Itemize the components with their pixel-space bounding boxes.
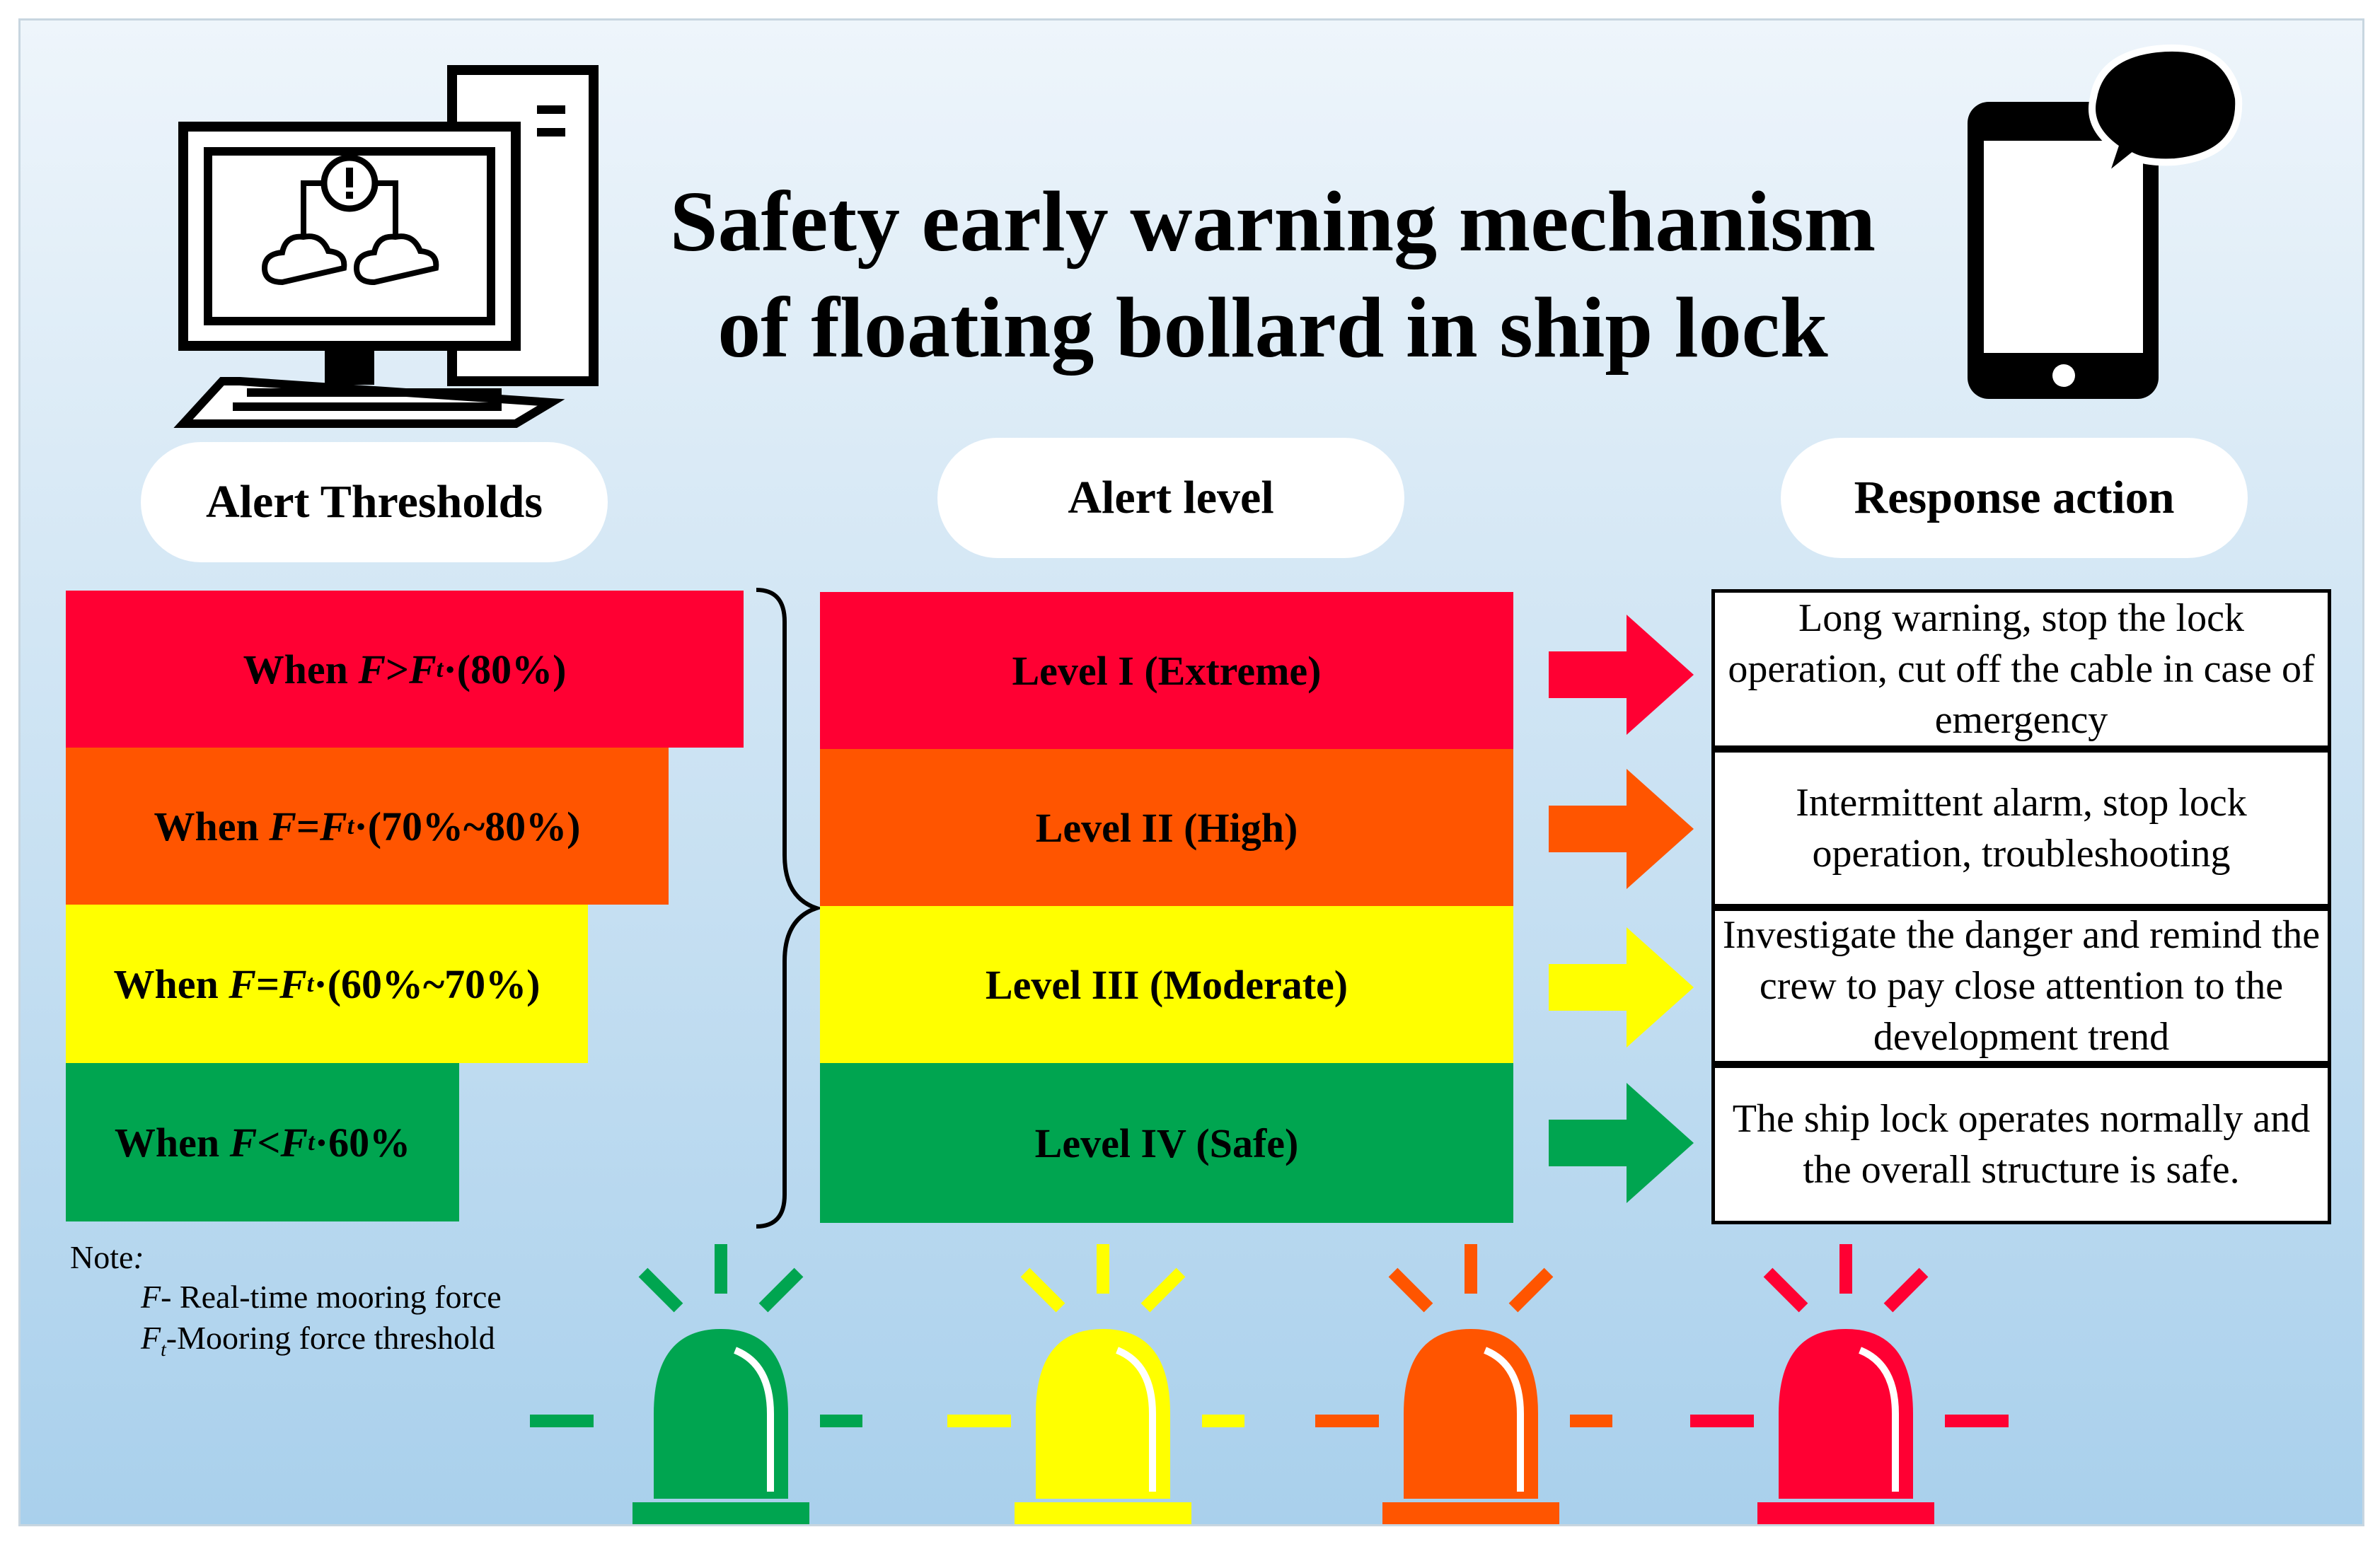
threshold-symbol: F [280, 1119, 308, 1166]
response-box-high: Intermittent alarm, stop lock operation,… [1711, 749, 2331, 907]
response-text: The ship lock operates normally and the … [1732, 1097, 2311, 1192]
response-box-safe: The ship lock operates normally and the … [1711, 1064, 2331, 1224]
infographic-canvas: Safety early warning mechanism of floati… [18, 18, 2364, 1526]
note-colon: : [133, 1239, 144, 1275]
note-threshold-desc: -Mooring force threshold [166, 1320, 495, 1356]
page-title-line1: Safety early warning mechanism [669, 174, 1876, 269]
arrow-right-icon [1549, 1083, 1694, 1203]
note-force-definition: F- Real-time mooring force [141, 1277, 502, 1318]
threshold-prefix: When [114, 1119, 220, 1166]
response-box-moderate: Investigate the danger and remind the cr… [1711, 907, 2331, 1064]
note-title-text: Note [70, 1239, 134, 1275]
smartphone-message-icon [1968, 44, 2243, 399]
force-symbol: F [229, 1119, 258, 1166]
threshold-subscript: t [306, 970, 314, 997]
threshold-range: (60%~70%) [327, 960, 541, 1007]
alert-thresholds-header: Alert Thresholds [141, 442, 608, 562]
threshold-symbol: F [320, 803, 347, 849]
note-title: Note: [70, 1237, 144, 1278]
level-bar-safe: Level IV (Safe) [820, 1063, 1513, 1223]
threshold-symbol: F [279, 960, 307, 1007]
threshold-range: (70%~80%) [367, 803, 581, 849]
multiply-dot: · [443, 646, 457, 692]
note-force-desc: - Real-time mooring force [161, 1279, 502, 1315]
alarm-beacons-row [530, 1244, 2009, 1524]
multiply-dot: · [354, 803, 368, 849]
red-beacon-icon [1690, 1244, 2009, 1524]
arrow-right-icon [1549, 615, 1694, 735]
page-title: Safety early warning mechanism of floati… [417, 169, 2129, 381]
multiply-dot: · [314, 1119, 329, 1166]
threshold-prefix: When [113, 960, 219, 1007]
threshold-operator: = [296, 803, 320, 849]
arrow-right-icon [1549, 927, 1694, 1047]
page-title-line2: of floating bollard in ship lock [717, 280, 1828, 376]
force-symbol: F [269, 803, 296, 849]
note-threshold-symbol: F [141, 1320, 161, 1356]
threshold-range: 60% [328, 1119, 411, 1166]
threshold-operator: < [257, 1119, 281, 1166]
level-label: Level I (Extreme) [1012, 647, 1322, 694]
alert-level-header: Alert level [937, 438, 1404, 558]
threshold-prefix: When [154, 803, 259, 849]
response-text: Investigate the danger and remind the cr… [1722, 913, 2321, 1059]
threshold-operator: = [255, 960, 279, 1007]
threshold-subscript: t [308, 1128, 315, 1156]
response-box-extreme: Long warning, stop the lock operation, c… [1711, 589, 2331, 749]
green-beacon-icon [530, 1244, 862, 1524]
response-action-header: Response action [1781, 438, 2248, 558]
orange-beacon-icon [1315, 1244, 1612, 1524]
response-text: Long warning, stop the lock operation, c… [1728, 596, 2315, 742]
level-label: Level IV (Safe) [1034, 1120, 1299, 1166]
response-action-header-label: Response action [1854, 472, 2175, 523]
arrow-right-icon [1549, 769, 1694, 889]
threshold-prefix: When [243, 646, 348, 692]
alert-thresholds-header-label: Alert Thresholds [205, 476, 543, 528]
force-symbol: F [358, 646, 386, 692]
level-label: Level II (High) [1035, 804, 1298, 851]
force-symbol: F [229, 960, 256, 1007]
threshold-subscript: t [436, 655, 444, 683]
curly-brace [756, 588, 824, 1229]
alert-level-header-label: Alert level [1068, 472, 1274, 523]
multiply-dot: · [313, 960, 328, 1007]
response-text: Intermittent alarm, stop lock operation,… [1796, 781, 2247, 876]
level-bar-high: Level II (High) [820, 749, 1513, 906]
threshold-operator: > [386, 646, 410, 692]
threshold-range: (80%) [456, 646, 567, 692]
note-threshold-definition: Ft-Mooring force threshold [141, 1318, 495, 1370]
level-bar-extreme: Level I (Extreme) [820, 592, 1513, 749]
level-bar-moderate: Level III (Moderate) [820, 906, 1513, 1063]
threshold-symbol: F [409, 646, 437, 692]
threshold-subscript: t [347, 812, 354, 840]
yellow-beacon-icon [947, 1244, 1244, 1524]
desktop-computer-alert-icon [173, 65, 599, 428]
level-label: Level III (Moderate) [985, 961, 1348, 1008]
note-force-symbol: F [141, 1279, 161, 1315]
note-threshold-subscript: t [161, 1338, 166, 1361]
